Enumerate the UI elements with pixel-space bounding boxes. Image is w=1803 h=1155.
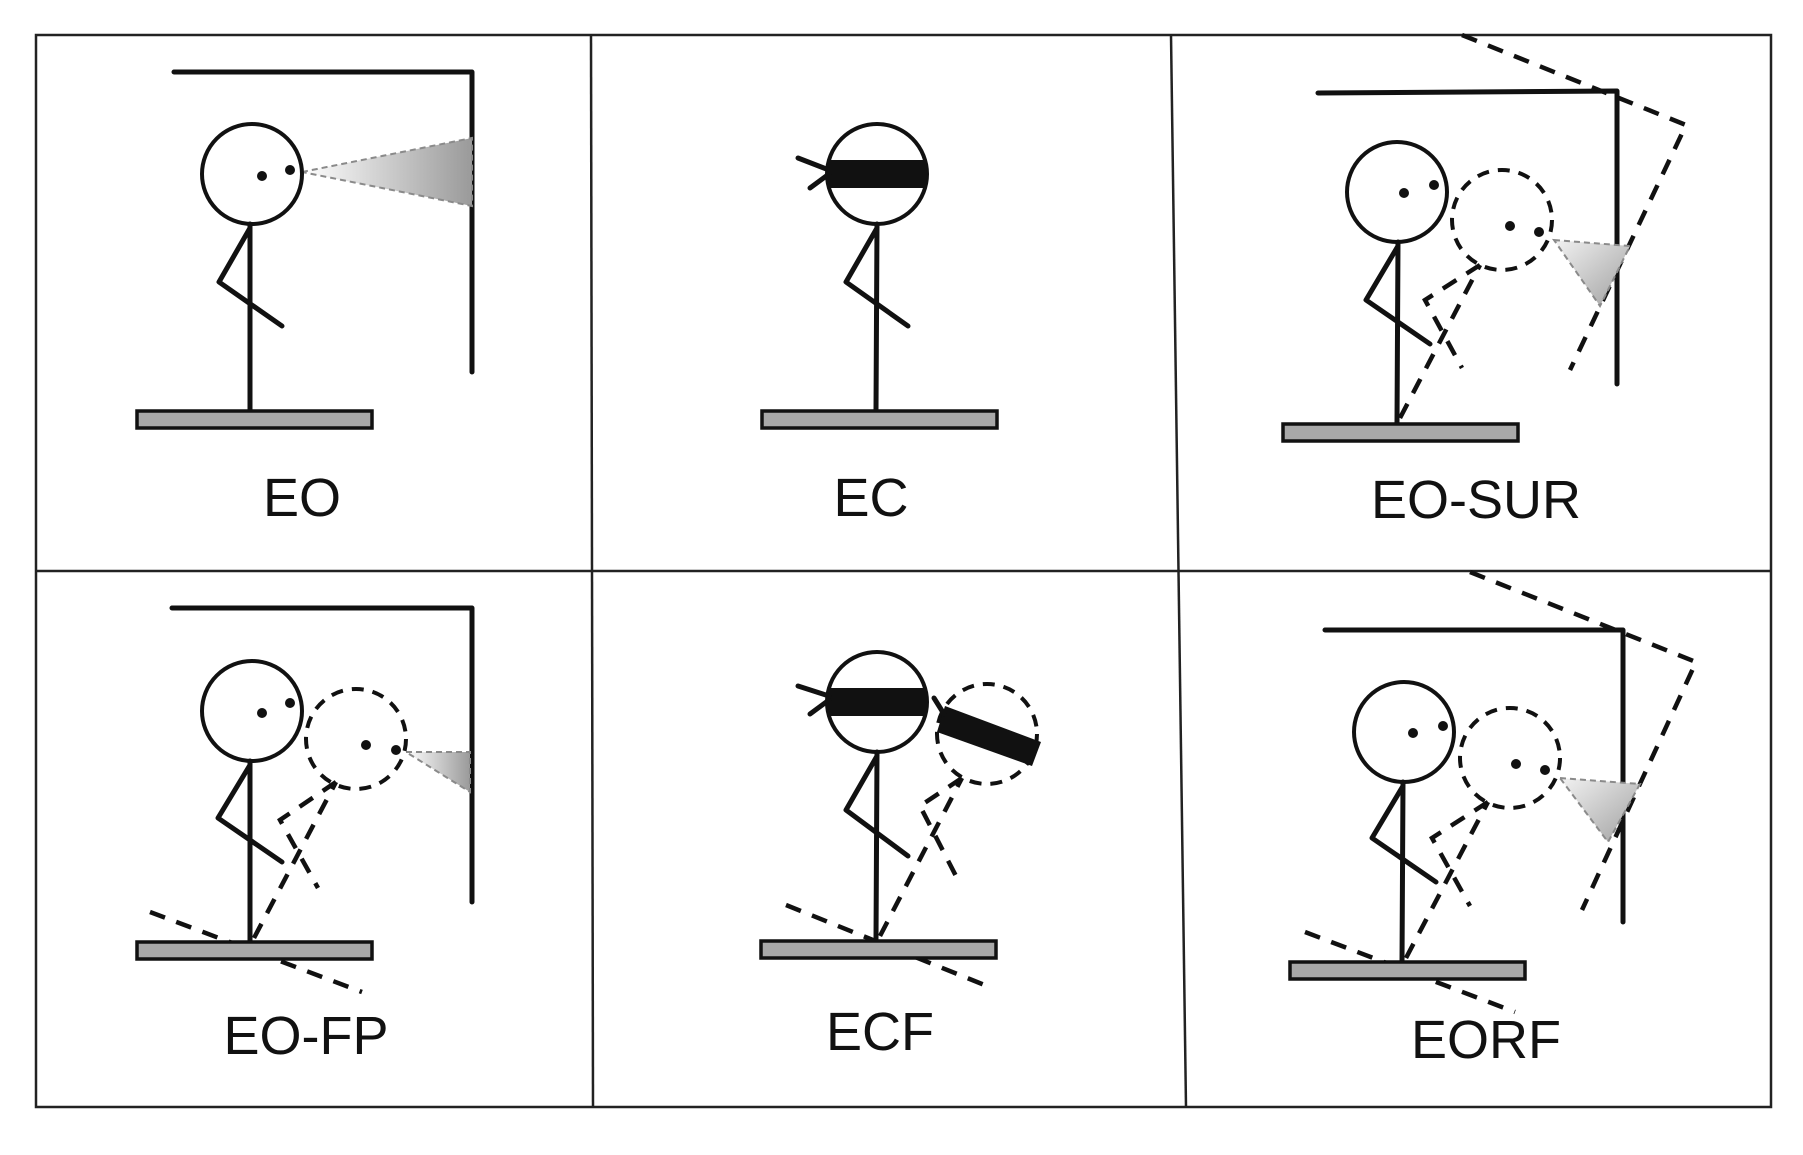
platform [135,940,374,961]
head [200,659,304,763]
panel-eo-sur: EO-SUR [1281,32,1690,530]
blindfold [828,688,927,716]
platform [759,939,998,960]
panel-ecf: ECF [759,650,1041,1062]
panel-eo-fp: EO-FP [135,605,475,1066]
vision-cone [1551,238,1632,308]
swayed-blindfold [937,706,1041,766]
stick-figure-body [215,758,285,945]
stick-figure-body [216,221,285,413]
platform [1281,422,1520,443]
eye [361,740,371,750]
vision-cone [1557,776,1642,844]
swayed-head [1458,706,1562,810]
panel-grid [34,33,1773,1109]
swayed-head [304,687,408,791]
panel-label: EC [833,468,908,528]
tilted-platform [785,902,993,991]
panel-label: ECF [826,1002,934,1062]
eye [1534,227,1544,237]
wall [169,605,475,905]
eye [1438,721,1448,731]
vision-cone [301,136,473,208]
panel-label: EO-SUR [1371,470,1581,530]
head [1352,680,1456,784]
wall [171,69,475,375]
eye [1540,765,1550,775]
swayed-head [935,682,1039,786]
stick-figure-body [1369,779,1439,966]
panel-eorf: EORF [1288,569,1700,1070]
eye [257,708,267,718]
eye [1505,221,1515,231]
stick-figure-body [843,221,911,413]
sway-referenced-wall [1469,569,1700,911]
blindfold-knot [795,155,832,191]
swayed-body [252,780,338,940]
panel-label: EO-FP [223,1006,388,1066]
panel-ec: EC [760,122,999,528]
swayed-body [878,776,964,938]
head [1345,140,1449,244]
swayed-body [1404,800,1490,960]
platform [760,409,999,430]
swayed-head [1450,168,1554,272]
platform [135,409,374,430]
panel-label: EORF [1411,1010,1561,1070]
eye [1511,759,1521,769]
blindfold-knot [795,683,832,717]
vision-cone [402,751,471,794]
panel-label: EO [263,468,341,528]
blindfold-knot [931,695,957,735]
wall [1315,88,1620,387]
eye [1429,180,1439,190]
stick-figure-body [1363,239,1433,426]
swayed-body [1398,263,1482,420]
blindfold [828,160,927,188]
panel-eo: EO [135,69,475,528]
eye [285,165,295,175]
sway-referenced-wall [1461,32,1690,371]
eye [1408,728,1418,738]
eye [391,745,401,755]
stick-figure-body [843,749,911,943]
eye [285,698,295,708]
wall [1322,627,1626,925]
eye [257,171,267,181]
eye [1399,188,1409,198]
platform [1288,960,1527,981]
